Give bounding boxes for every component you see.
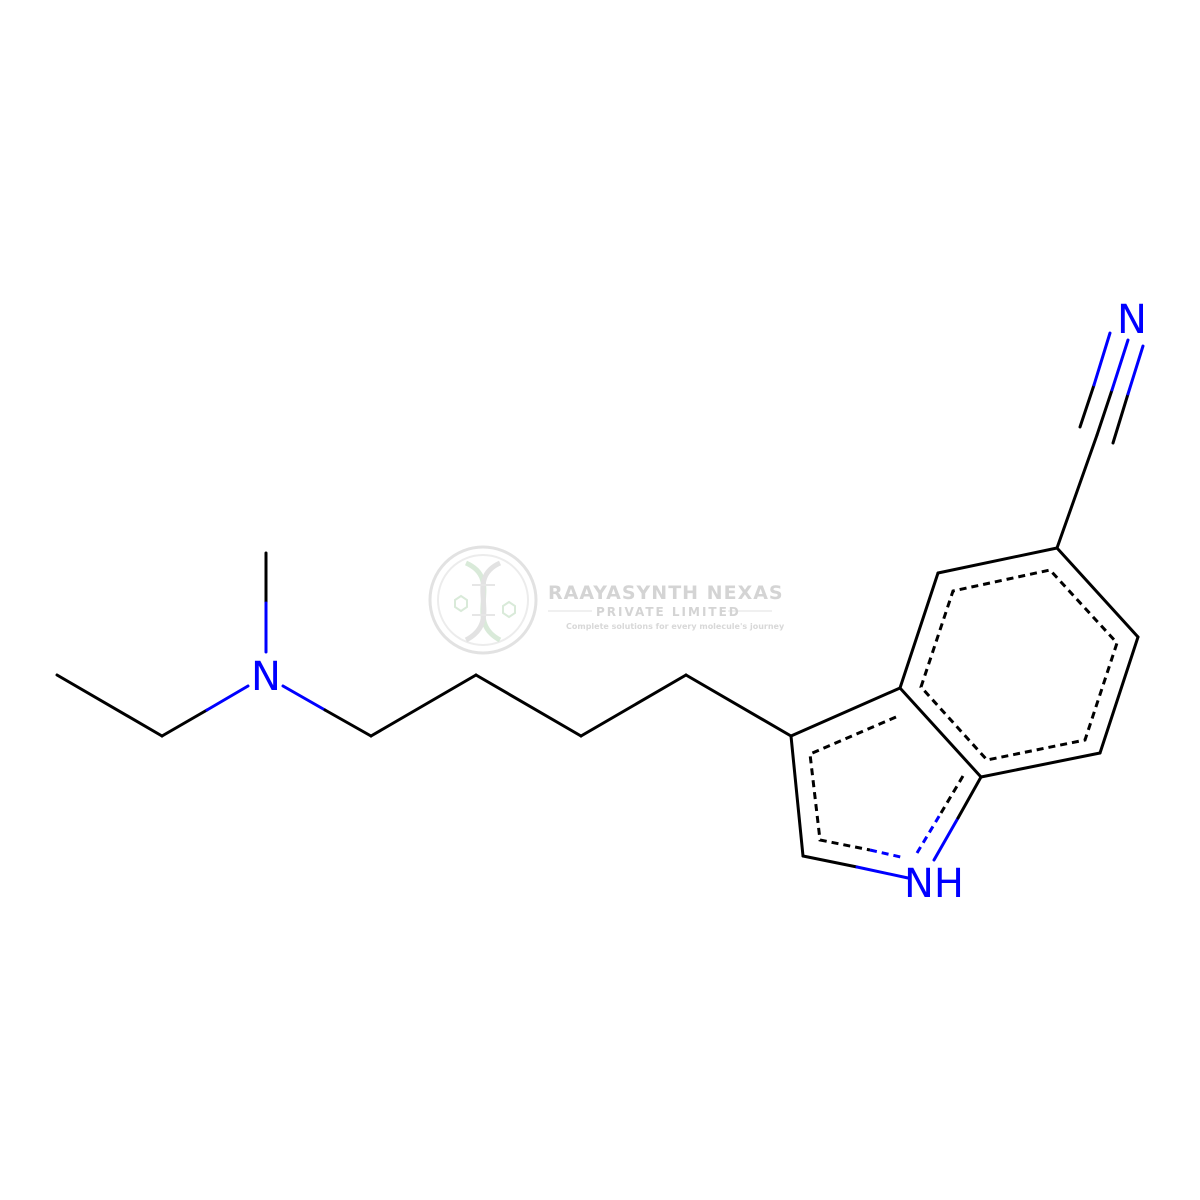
atom-label-indole-nh: NH — [904, 861, 964, 907]
bond-chain-to-indole — [684, 673, 793, 738]
dna-helix-logo — [428, 545, 538, 655]
aromatic-dash-pyrrole-n-b — [915, 812, 943, 854]
aromatic-dash-pyrrole-c — [939, 775, 965, 814]
bond-c5-nitrile-c — [1055, 433, 1099, 550]
bond-n1-c7a-part2 — [956, 775, 983, 820]
bond-c6-c7 — [1098, 635, 1140, 755]
watermark-subtitle: PRIVATE LIMITED — [596, 605, 741, 619]
bond-ethyl-ch2-n-part1 — [160, 708, 209, 738]
bond-c2-n1-part1 — [801, 854, 859, 869]
bond-c5-c6 — [1055, 546, 1140, 639]
aromatic-dash-benzene — [919, 568, 1119, 762]
bond-chain-3 — [579, 673, 688, 738]
bond-c4-c5 — [936, 546, 1059, 575]
atom-label-nitrile-n: N — [1117, 297, 1147, 343]
bond-nitrile-2a — [1095, 388, 1114, 437]
atom-label-amine-n: N — [251, 654, 281, 700]
bond-c3a-c4 — [898, 571, 940, 690]
bond-ethyl-ch3-ch2 — [55, 673, 164, 738]
bond-c7a-c3a — [898, 686, 983, 779]
bond-c2-n1-part2 — [855, 865, 910, 880]
aromatic-dash-pyrrole-n-a — [869, 848, 906, 860]
bond-nitrile-3b — [1126, 344, 1145, 396]
bond-nitrile-1b — [1092, 331, 1112, 387]
bond-ethyl-ch2-n-part2 — [205, 684, 250, 712]
bond-chain-2 — [474, 673, 583, 738]
aromatic-dash-pyrrole — [808, 715, 897, 852]
bond-c3-c2 — [789, 734, 805, 858]
bond-n1-c7a-part1 — [932, 816, 960, 862]
bond-c3a-c3 — [789, 686, 902, 738]
bond-nitrile-3a — [1111, 392, 1130, 445]
watermark: RAAYASYNTH NEXAS PRIVATE LIMITED Complet… — [428, 545, 785, 655]
bond-chain-1 — [369, 673, 478, 738]
bond-nitrile-1a — [1078, 383, 1096, 429]
watermark-tagline: Complete solutions for every molecule's … — [566, 622, 785, 631]
watermark-company: RAAYASYNTH NEXAS — [548, 582, 784, 604]
bond-nitrile-2b — [1110, 338, 1130, 392]
bond-c7-c7a — [979, 751, 1102, 779]
bond-n-chain-part1 — [281, 684, 327, 712]
bond-n-chain-part2 — [323, 708, 373, 738]
